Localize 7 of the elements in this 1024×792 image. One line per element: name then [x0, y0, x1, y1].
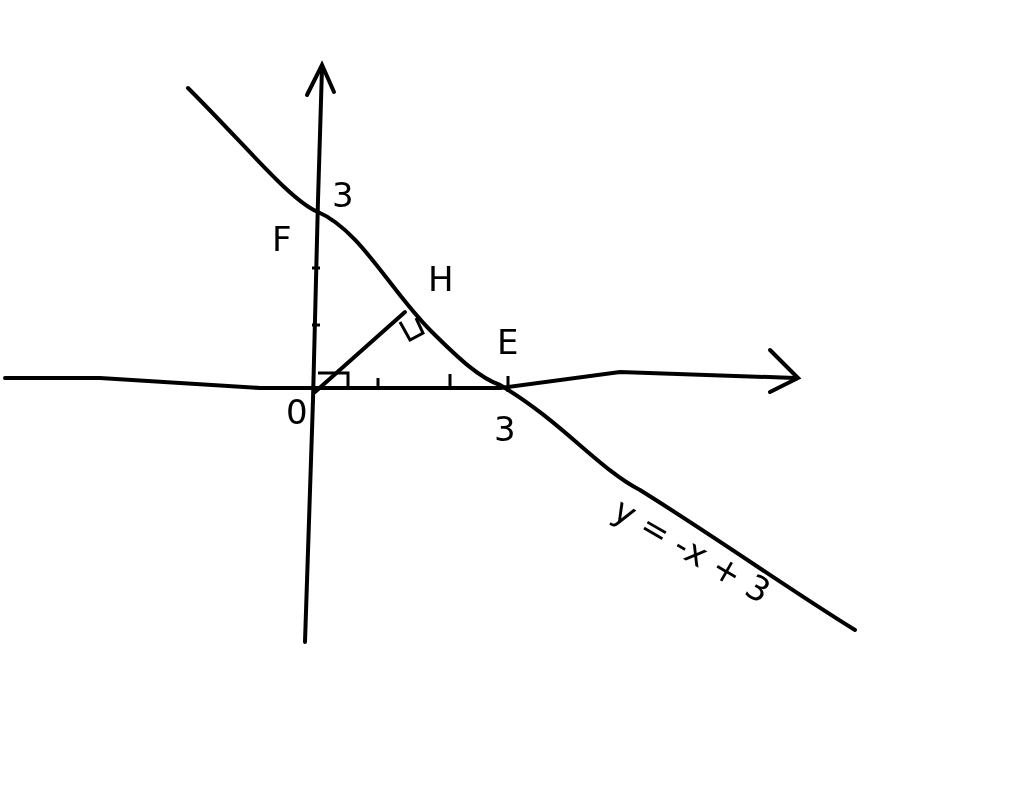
- origin-label: 0: [286, 395, 308, 429]
- point-label: F: [272, 222, 292, 256]
- point-label: H: [428, 262, 454, 296]
- axis-value: 3: [494, 412, 516, 446]
- equation-label: y = -x + 3: [608, 492, 776, 609]
- axis-value: 3: [332, 178, 354, 212]
- point-label: E: [497, 325, 519, 359]
